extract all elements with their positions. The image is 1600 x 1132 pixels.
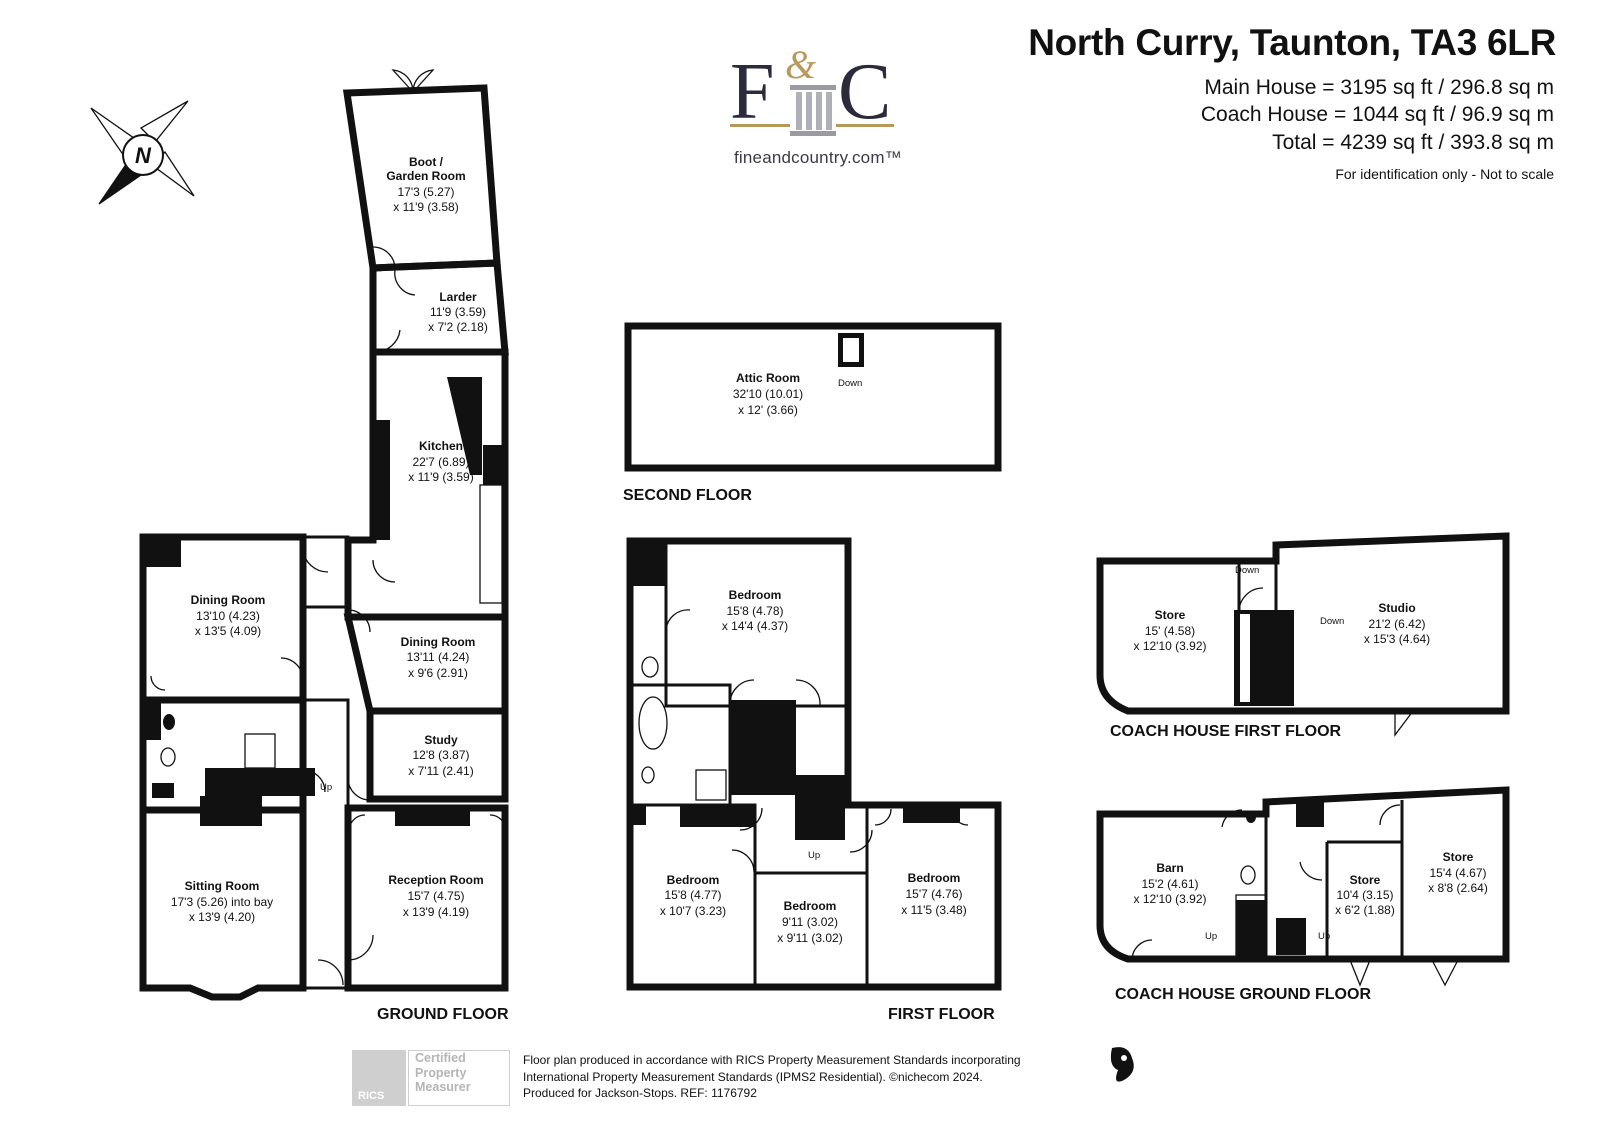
dining-room-1-name: Dining Room [191, 593, 266, 607]
footer-line-3: Produced for Jackson-Stops. REF: 1176792 [523, 1086, 757, 1100]
logo-ampersand: & [785, 42, 816, 87]
certified-property-measurer: Certified Property Measurer [408, 1050, 510, 1106]
coach-first-down-marker-2: Down [1320, 616, 1344, 627]
column-base [790, 131, 836, 136]
identification-note: For identification only - Not to scale [1335, 166, 1554, 182]
ground-up-marker: Up [320, 782, 332, 793]
coach-house-first-floor-title: COACH HOUSE FIRST FLOOR [1110, 723, 1342, 740]
boot-room-name: Boot / [409, 155, 444, 169]
fine-and-country-logo: F C & [730, 42, 894, 136]
larder-dim1: 11'9 (3.59) [430, 305, 486, 319]
bedroom-3-dim1: 9'11 (3.02) [782, 915, 838, 929]
store-1-dim2: x 12'10 (3.92) [1133, 639, 1206, 653]
store-2-dim1: 10'4 (3.15) [1337, 888, 1394, 902]
first-floor-title: FIRST FLOOR [888, 1006, 995, 1023]
logo-c: C [838, 48, 891, 136]
larder-dim2: x 7'2 (2.18) [428, 320, 488, 334]
nichecom-logo-icon [1110, 1047, 1134, 1082]
coach-ground-up-marker-1: Up [1205, 931, 1217, 942]
attic-room-dim2: x 12' (3.66) [738, 403, 798, 417]
study-name: Study [424, 733, 458, 747]
column-capital [790, 85, 836, 90]
sitting-room-name: Sitting Room [185, 879, 260, 893]
dining-room-1-dim1: 13'10 (4.23) [196, 609, 260, 623]
store-3-dim1: 15'4 (4.67) [1430, 866, 1487, 880]
boot-room-dim1: 17'3 (5.27) [398, 185, 455, 199]
store-1-name: Store [1155, 608, 1186, 622]
footer-line-1: Floor plan produced in accordance with R… [523, 1053, 1021, 1067]
bedroom-3-name: Bedroom [784, 899, 837, 913]
kitchen-dim2: x 11'9 (3.59) [408, 470, 473, 484]
property-title: North Curry, Taunton, TA3 6LR [1028, 22, 1556, 63]
study-dim1: 12'8 (3.87) [413, 748, 470, 762]
dining-room-2-dim2: x 9'6 (2.91) [408, 666, 468, 680]
coach-house-first-floor-plan: Down Down Store 15' (4.58) x 12'10 (3.92… [1096, 532, 1510, 740]
coach-first-down-marker-1: Down [1235, 565, 1259, 576]
footer-line-2: International Property Measurement Stand… [523, 1069, 983, 1084]
footer-disclaimer: Floor plan produced in accordance with R… [523, 1052, 1021, 1102]
bedroom-1-name: Bedroom [729, 588, 782, 602]
store-3-dim2: x 8'8 (2.64) [1428, 881, 1488, 895]
second-floor-plan: Down Attic Room 32'10 (10.01) x 12' (3.6… [623, 322, 1002, 504]
barn-dim2: x 12'10 (3.92) [1133, 892, 1206, 906]
second-floor-title: SECOND FLOOR [623, 487, 752, 504]
reception-room-dim1: 15'7 (4.75) [408, 889, 465, 903]
bedroom-2-dim1: 15'8 (4.77) [665, 888, 722, 902]
bedroom-2-dim2: x 10'7 (3.23) [660, 904, 726, 918]
coach-house-ground-floor-plan: Up Up Barn 15'2 (4.61) x 12'10 (3.92) St… [1096, 786, 1510, 1003]
ground-floor-labels: Boot / Garden Room 17'3 (5.27) x 11'9 (3… [171, 155, 509, 1023]
rics-certified-badge: RICS Certified Property Measurer [352, 1050, 510, 1106]
studio-dim1: 21'2 (6.42) [1369, 617, 1426, 631]
store-2-dim2: x 6'2 (1.88) [1335, 903, 1395, 917]
bedroom-4-dim1: 15'7 (4.76) [906, 887, 963, 901]
barn-name: Barn [1156, 861, 1183, 875]
main-house-area: Main House = 3195 sq ft / 296.8 sq m [1204, 76, 1554, 99]
reception-room-dim2: x 13'9 (4.19) [403, 905, 469, 919]
sitting-room-dim2: x 13'9 (4.20) [189, 910, 255, 924]
study-dim2: x 7'11 (2.41) [408, 764, 473, 778]
bedroom-1-dim1: 15'8 (4.78) [727, 604, 784, 618]
studio-name: Studio [1378, 601, 1415, 615]
bedroom-3-dim2: x 9'11 (3.02) [777, 931, 842, 945]
store-2-name: Store [1350, 873, 1381, 887]
reception-room-name: Reception Room [388, 873, 483, 887]
kitchen-dim1: 22'7 (6.89) [413, 455, 470, 469]
north-compass-icon: N [90, 100, 195, 205]
coach-house-area: Coach House = 1044 sq ft / 96.9 sq m [1200, 103, 1554, 126]
rics-logo: RICS [352, 1050, 406, 1106]
attic-room-name: Attic Room [736, 371, 800, 385]
coach-house-ground-floor-title: COACH HOUSE GROUND FLOOR [1115, 986, 1371, 1003]
compass-n-label: N [135, 143, 152, 168]
kitchen-name: Kitchen [419, 439, 463, 453]
studio-dim2: x 15'3 (4.64) [1364, 632, 1430, 646]
logo-f: F [730, 48, 775, 136]
bedroom-4-name: Bedroom [908, 871, 961, 885]
attic-room-dim1: 32'10 (10.01) [733, 387, 803, 401]
sitting-room-dim1: 17'3 (5.26) into bay [171, 895, 273, 909]
bedroom-1-dim2: x 14'4 (4.37) [722, 619, 788, 633]
larder-name: Larder [439, 290, 477, 304]
logo-url: fineandcountry.com™ [734, 148, 902, 167]
barn-dim1: 15'2 (4.61) [1142, 877, 1199, 891]
dining-room-2-dim1: 13'11 (4.24) [407, 650, 470, 664]
ground-floor-title: GROUND FLOOR [377, 1006, 509, 1023]
total-area: Total = 4239 sq ft / 393.8 sq m [1272, 131, 1554, 154]
attic-down-marker: Down [838, 378, 862, 389]
store-1-dim1: 15' (4.58) [1145, 624, 1195, 638]
garden-room-name: Garden Room [386, 169, 465, 183]
boot-room-dim2: x 11'9 (3.58) [393, 200, 458, 214]
bedroom-4-dim2: x 11'5 (3.48) [901, 903, 966, 917]
first-floor-plan: Up Bedroom 15'8 (4.78) x 14'4 (4.37) Bed… [626, 537, 1002, 1023]
dining-room-2-name: Dining Room [401, 635, 476, 649]
coach-ground-up-marker-2: Up [1318, 931, 1330, 942]
bedroom-2-name: Bedroom [667, 873, 720, 887]
first-up-marker: Up [808, 850, 820, 861]
dining-room-1-dim2: x 13'5 (4.09) [195, 624, 261, 638]
store-3-name: Store [1443, 850, 1474, 864]
ground-floor-plan: Up [139, 69, 509, 1001]
